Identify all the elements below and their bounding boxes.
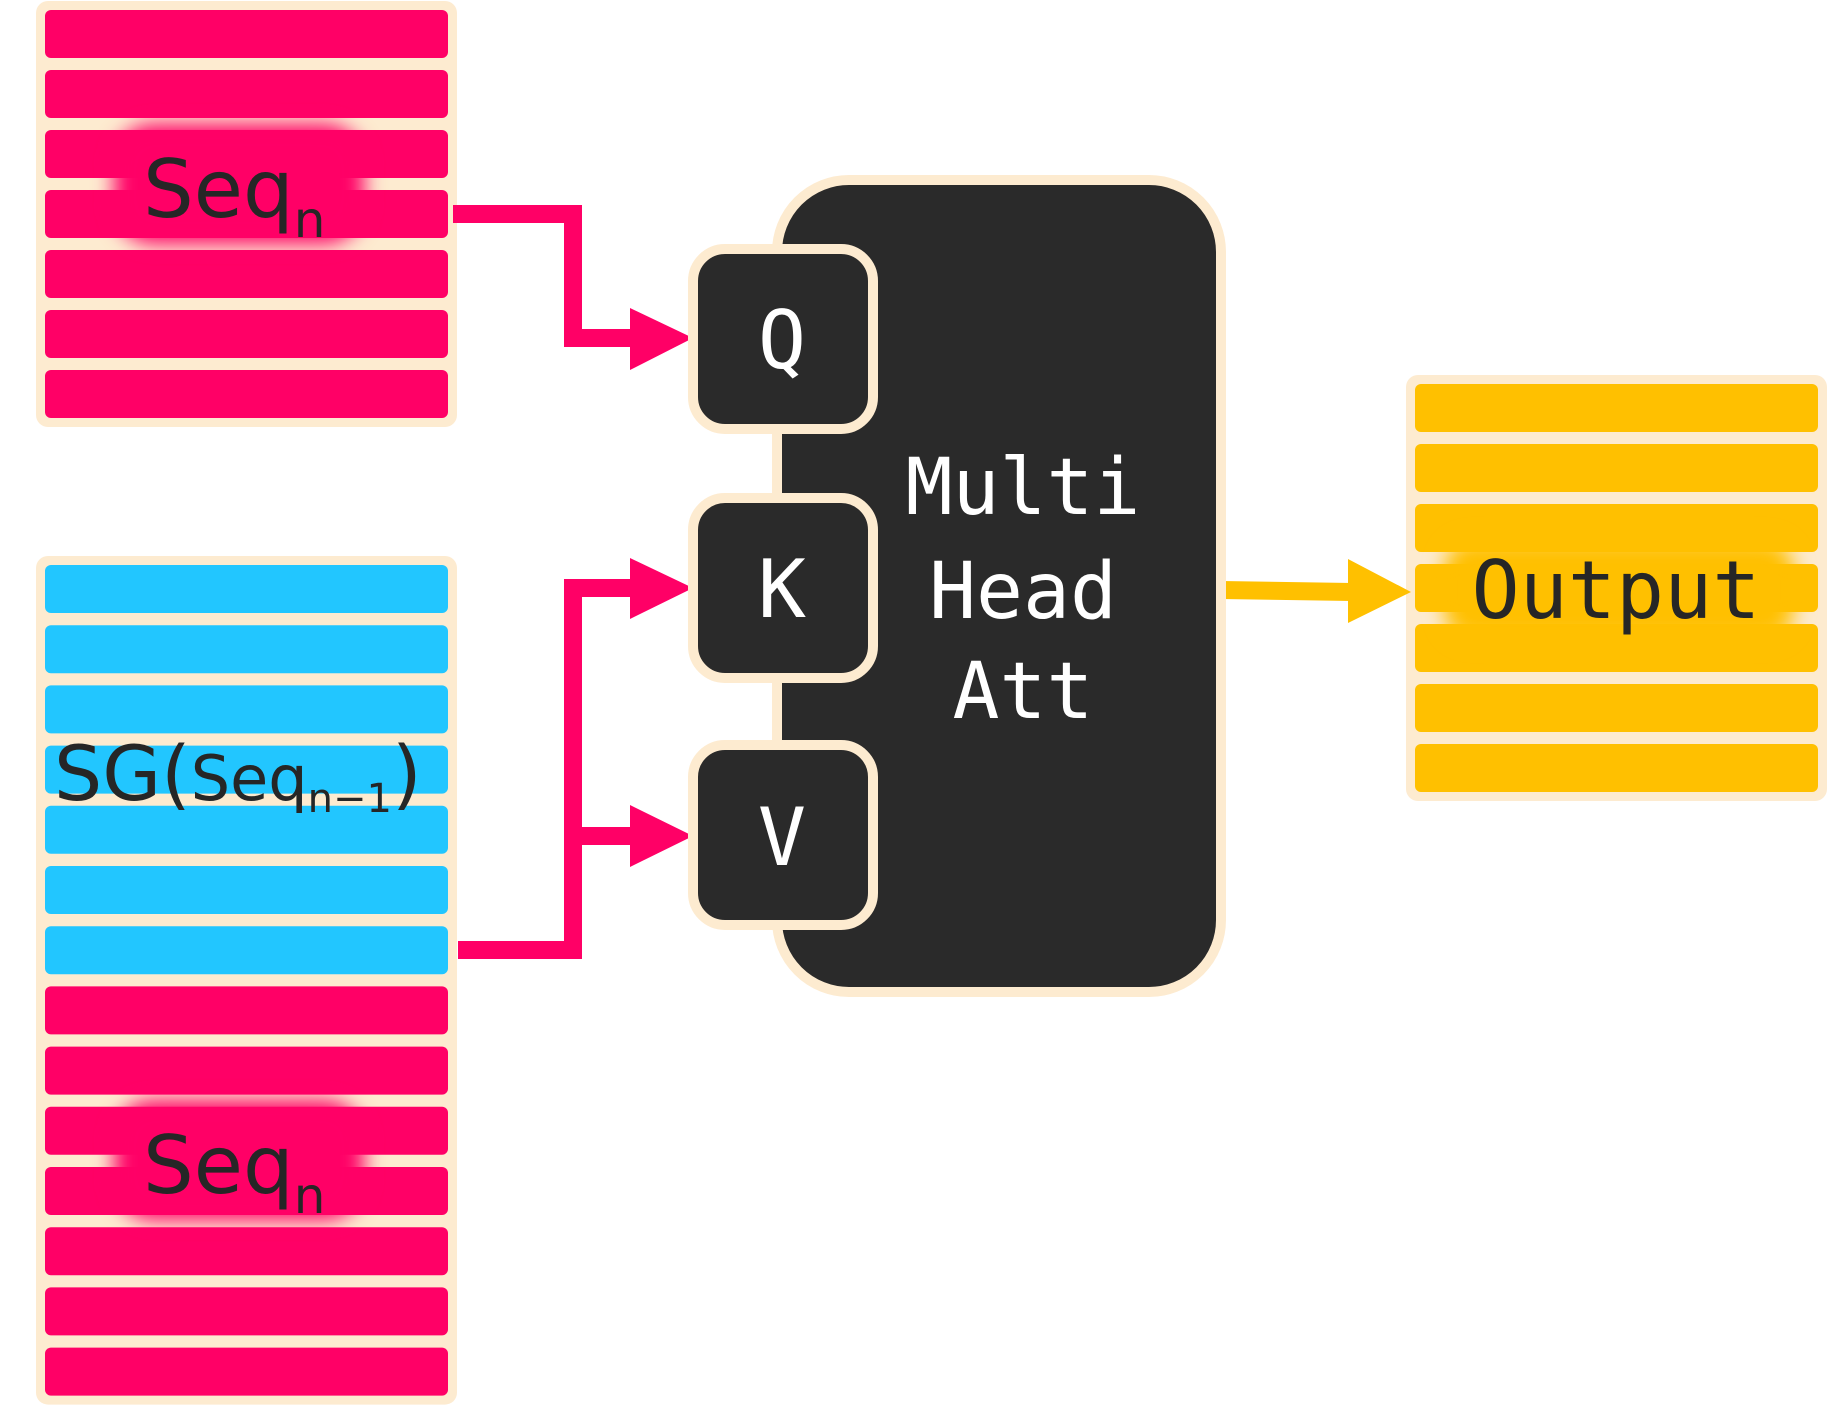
- output-label-group: Output: [1444, 540, 1794, 640]
- bottom-seq-row: [45, 805, 448, 854]
- output-row: [1415, 384, 1818, 432]
- output-arrowhead: [1348, 559, 1411, 623]
- bottom-seq-label-backdrop: [114, 1100, 364, 1220]
- bottom-seq-row: [45, 1347, 448, 1396]
- bottom-seq-stack-outline: [36, 556, 457, 1405]
- output-row: [1415, 444, 1818, 492]
- seq-to-q-connector: [453, 205, 632, 347]
- sg-to-kv-connector: [458, 579, 632, 959]
- bottom-seq-stack: [36, 556, 457, 1405]
- top-seq-row: [45, 250, 448, 298]
- bottom-seq-row: [45, 565, 448, 613]
- top-seq-row: [45, 310, 448, 358]
- k-input-port: K: [688, 493, 878, 683]
- bottom-seq-label-group: Seqn: [114, 1100, 364, 1225]
- att-title-line2: Head: [929, 547, 1117, 637]
- att-to-output-connector: [1220, 581, 1353, 601]
- q-label: Q: [758, 294, 806, 387]
- q-arrowhead: [630, 308, 693, 370]
- bottom-seq-label: Seqn: [143, 1119, 325, 1225]
- connectors: [453, 205, 1411, 959]
- bottom-seq-row: [45, 1046, 448, 1095]
- top-seq-row: [45, 370, 448, 418]
- v-input-port: V: [688, 740, 878, 930]
- multi-head-attention-block: Multi Head Att Q K V: [688, 175, 1226, 997]
- output-label-backdrop: [1444, 540, 1794, 640]
- bottom-seq-row: [45, 866, 448, 914]
- att-title-line3: Att: [953, 647, 1094, 737]
- q-input-port: Q: [688, 244, 878, 434]
- bottom-seq-row: [45, 685, 448, 734]
- sg-label-group: SG(Seqn−1): [54, 729, 422, 822]
- v-label: V: [758, 791, 806, 884]
- att-title-line1: Multi: [906, 443, 1141, 533]
- top-seq-label: Seqn: [143, 143, 325, 249]
- k-label: K: [758, 543, 806, 636]
- output-row: [1415, 744, 1818, 792]
- output-row: [1415, 684, 1818, 732]
- k-arrowhead: [630, 558, 693, 619]
- bottom-seq-row: [45, 1287, 448, 1336]
- top-seq-label-group: Seqn: [114, 124, 364, 249]
- top-seq-label-backdrop: [114, 124, 364, 244]
- top-seq-row: [45, 70, 448, 118]
- bottom-seq-row: [45, 625, 448, 674]
- sg-label: SG(Seqn−1): [54, 729, 422, 822]
- v-arrowhead: [630, 805, 693, 867]
- output-label: Output: [1472, 544, 1761, 637]
- bottom-seq-row: [45, 745, 448, 794]
- bottom-seq-row: [45, 986, 448, 1035]
- bottom-seq-row: [45, 926, 448, 975]
- top-seq-row: [45, 10, 448, 58]
- bottom-seq-row: [45, 1227, 448, 1276]
